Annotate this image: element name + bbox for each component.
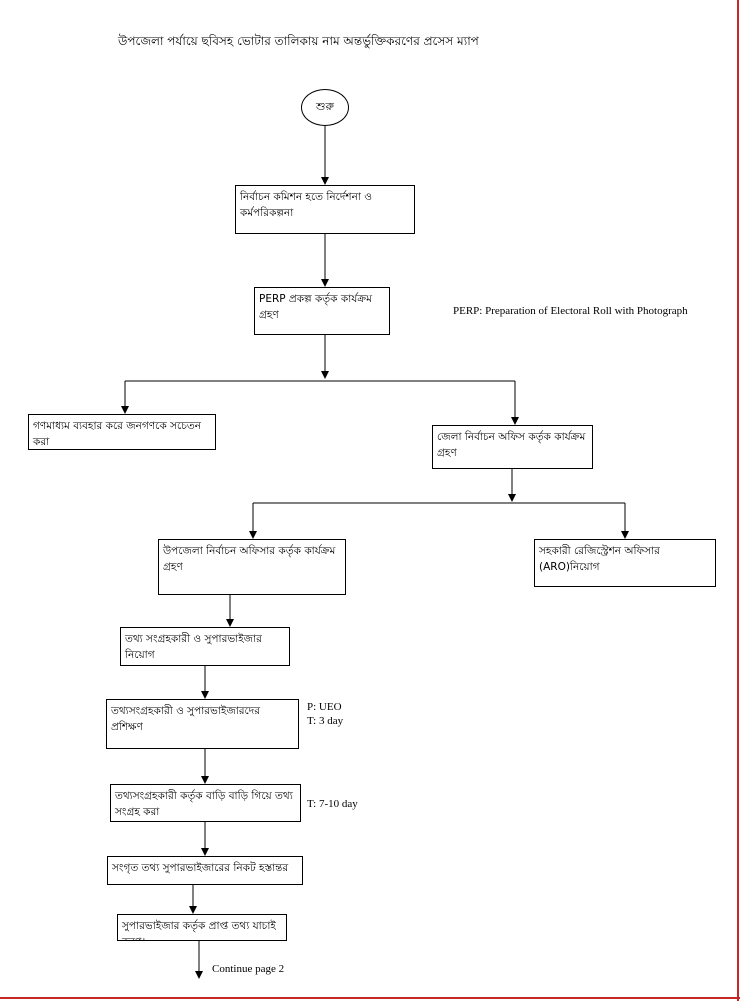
page-border-right [737,0,739,1001]
page-border-bottom [0,997,740,999]
page-title: উপজেলা পর্যায়ে ছবিসহ ভোটার তালিকায় নাম… [118,34,479,48]
training-person-note: P: UEO [307,701,342,713]
handover-box: সংগৃত তথ্য সুপারভাইজারের নিকট হস্তান্তর [107,856,303,885]
upazila-office-box: উপজেলা নির্বাচন অফিসার কর্তৃক কার্যক্রম … [158,539,346,595]
ec-directive-box: নির্বাচন কমিশন হতে নির্দেশনা ও কর্মপরিকল… [235,185,415,234]
collection-time-note: T: 7-10 day [307,798,358,810]
mass-media-box: গণমাধ্যম ব্যবহার করে জনগণকে সচেতন করা [28,414,216,450]
collector-appointment-box: তথ্য সংগ্রহকারী ও সুপারভাইজার নিয়োগ [120,627,290,666]
continue-note: Continue page 2 [212,963,285,975]
verification-box: সুপারভাইজার কর্তৃক প্রাপ্ত তথ্য যাচাই কর… [117,914,287,941]
door-to-door-box: তথ্যসংগ্রহকারী কর্তৃক বাড়ি বাড়ি গিয়ে … [110,784,301,822]
perp-action-box: PERP প্রকল্প কর্তৃক কার্যক্রম গ্রহণ [254,287,390,335]
aro-appointment-box: সহকারী রেজিস্ট্রেশন অফিসার (ARO)নিয়োগ [534,539,716,587]
perp-definition-note: PERP: Preparation of Electoral Roll with… [453,305,688,317]
training-time-note: T: 3 day [307,715,344,727]
training-box: তথ্যসংগ্রহকারী ও সুপারভাইজারদের প্রশিক্ষ… [106,699,299,749]
district-office-box: জেলা নির্বাচন অফিস কর্তৃক কার্যক্রম গ্রহ… [432,425,593,469]
start-node: শুরু [301,89,349,126]
